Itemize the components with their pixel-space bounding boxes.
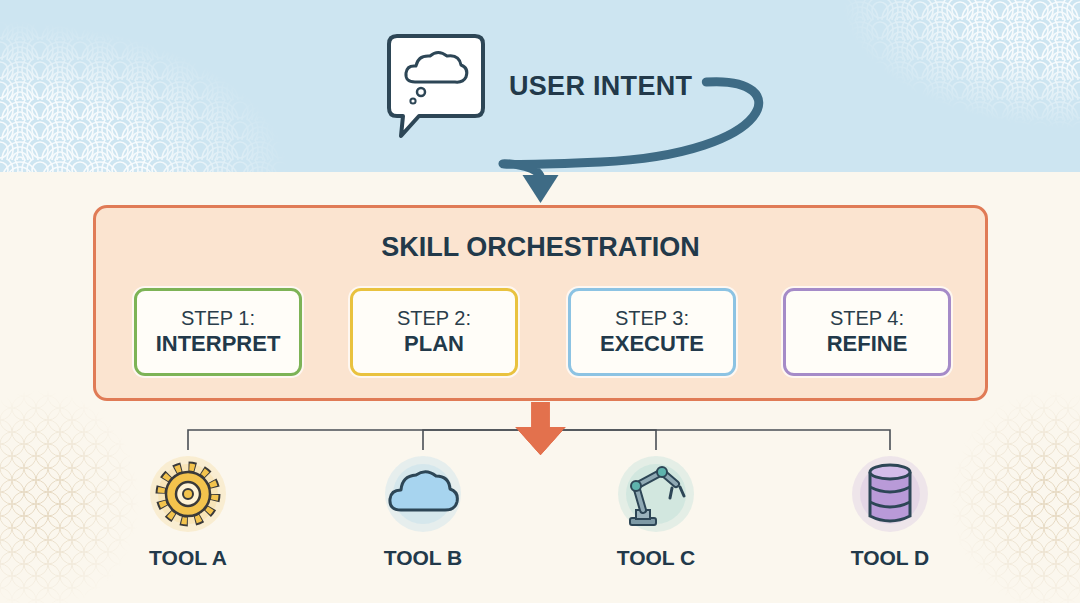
connector bbox=[423, 402, 566, 455]
wave-right bbox=[840, 0, 1080, 130]
tool-node: TOOL D bbox=[825, 454, 955, 570]
ring-left bbox=[0, 390, 140, 603]
step-number: STEP 2: bbox=[397, 306, 471, 330]
ring-right bbox=[950, 390, 1080, 603]
arrowhead bbox=[516, 427, 566, 455]
cloud-icon bbox=[383, 454, 463, 534]
tool-node: TOOL A bbox=[123, 454, 253, 570]
tool-label: TOOL B bbox=[384, 546, 463, 570]
tool-label: TOOL A bbox=[149, 546, 227, 570]
step-name: REFINE bbox=[827, 330, 908, 358]
wave-left bbox=[0, 20, 290, 172]
split-arrow-stem bbox=[532, 402, 550, 429]
tool-label: TOOL D bbox=[851, 546, 930, 570]
step-name: INTERPRET bbox=[156, 330, 281, 358]
intent-label: USER INTENT bbox=[509, 71, 692, 102]
tool-label: TOOL C bbox=[617, 546, 696, 570]
step-number: STEP 3: bbox=[615, 306, 689, 330]
arrowhead bbox=[516, 427, 566, 455]
branch-line bbox=[188, 430, 541, 450]
step-number: STEP 4: bbox=[830, 306, 904, 330]
step-number: STEP 1: bbox=[181, 306, 255, 330]
panel-title: SKILL ORCHESTRATION bbox=[96, 232, 985, 263]
step-name: PLAN bbox=[404, 330, 464, 358]
step-box: STEP 2:PLAN bbox=[350, 288, 518, 376]
connector bbox=[516, 402, 657, 455]
sky-band bbox=[0, 0, 1080, 172]
step-box: STEP 4:REFINE bbox=[783, 288, 951, 376]
tool-node: TOOL B bbox=[358, 454, 488, 570]
arrowhead bbox=[516, 427, 566, 455]
gear-icon bbox=[148, 454, 228, 534]
step-name: EXECUTE bbox=[600, 330, 704, 358]
connector bbox=[516, 402, 891, 455]
arrowhead bbox=[523, 175, 559, 203]
speech-bubble-icon bbox=[383, 30, 487, 142]
intent-node: USER INTENT bbox=[383, 30, 692, 142]
robot-arm-icon bbox=[616, 454, 696, 534]
database-icon bbox=[850, 454, 930, 534]
split-arrow-stem bbox=[532, 402, 550, 429]
connector bbox=[188, 402, 566, 455]
orchestration-panel: SKILL ORCHESTRATIONSTEP 1:INTERPRETSTEP … bbox=[93, 205, 988, 401]
split-arrow-stem bbox=[532, 402, 550, 429]
split-arrow-stem bbox=[532, 402, 550, 429]
tool-node: TOOL C bbox=[591, 454, 721, 570]
arrowhead bbox=[516, 427, 566, 455]
branch-line bbox=[541, 430, 891, 450]
step-box: STEP 1:INTERPRET bbox=[134, 288, 302, 376]
step-box: STEP 3:EXECUTE bbox=[568, 288, 736, 376]
